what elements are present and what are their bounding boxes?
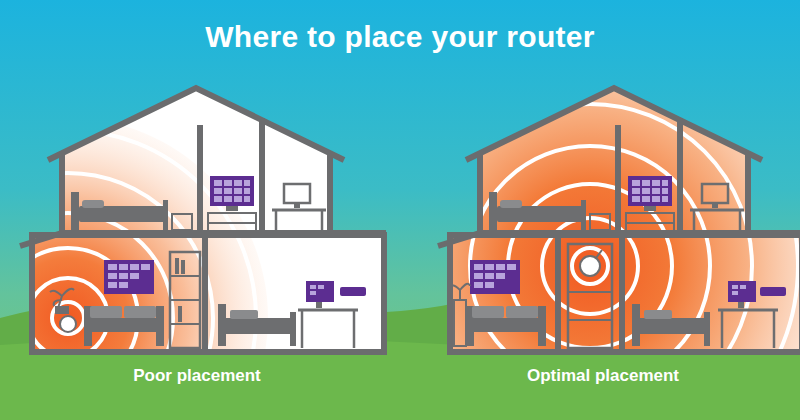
lower-floor-furniture (310, 285, 316, 289)
lower-floor-furniture (644, 310, 672, 319)
lower-floor-furniture (450, 235, 786, 352)
lower-floor-furniture (704, 312, 710, 346)
signal-waves (572, 248, 608, 284)
lower-floor-furniture (496, 273, 505, 279)
lower-floor-furniture (732, 291, 738, 295)
house-outline (438, 88, 800, 352)
lower-floor-furniture (141, 264, 150, 270)
lower-floor-furniture (306, 281, 334, 302)
lower-floor-furniture (632, 304, 640, 346)
lower-floor-furniture (316, 302, 322, 308)
lower-floor-furniture (170, 299, 200, 301)
signal-waves (428, 104, 752, 420)
lower-floor-furniture (119, 282, 128, 288)
lower-floor-furniture (485, 273, 494, 279)
lower-floor-furniture (310, 291, 316, 295)
lower-floor-furniture (740, 285, 746, 289)
lower-floor-furniture (230, 310, 258, 319)
router (60, 316, 76, 332)
lower-floor-furniture (175, 258, 179, 274)
lower-floor-furniture (170, 323, 200, 325)
house-optimal (350, 26, 800, 420)
lower-floor-furniture (310, 285, 324, 295)
cabinet (568, 244, 612, 348)
lower-floor-furniture (340, 287, 366, 296)
lower-floor-furniture (178, 306, 182, 322)
lower-floor-furniture (738, 302, 744, 308)
lower-floor-furniture (474, 264, 516, 288)
lower-floor-furniture (474, 264, 483, 270)
router (580, 256, 600, 276)
lower-floor-furniture (732, 285, 746, 295)
lower-floor-furniture (728, 281, 756, 302)
lower-floor-furniture (130, 273, 139, 279)
lower-floor-furniture (90, 306, 122, 318)
signal-waves (0, 118, 268, 420)
lower-floor-furniture (170, 252, 200, 348)
lower-floor-furniture (108, 264, 117, 270)
lower-floor-furniture (50, 235, 366, 352)
lower-floor-furniture (773, 310, 776, 348)
lower-floor-furniture (353, 310, 356, 348)
lower-floor-furniture (507, 264, 516, 270)
lower-floor-furniture (218, 304, 226, 346)
lower-floor-furniture (485, 264, 494, 270)
lower-floor-furniture (474, 273, 483, 279)
lower-floor-furniture (298, 309, 358, 312)
lower-floor-furniture (760, 287, 786, 296)
lower-floor-furniture (119, 273, 128, 279)
lower-floor-furniture (104, 260, 154, 294)
lower-floor-furniture (108, 273, 117, 279)
title: Where to place your router (205, 20, 595, 54)
signal-waves (350, 26, 800, 420)
lower-floor-furniture (130, 264, 139, 270)
lower-floor-furniture (721, 310, 724, 348)
lower-floor-furniture (474, 282, 483, 288)
lower-floor-furniture (568, 319, 612, 321)
lower-floor-furniture (568, 291, 612, 293)
lower-floor-furniture (55, 306, 69, 314)
lower-floor-furniture (301, 310, 304, 348)
lower-floor-furniture (181, 260, 185, 274)
lower-floor-furniture (596, 250, 602, 258)
house-poor (0, 80, 400, 420)
lower-floor-furniture (470, 260, 520, 294)
signal-waves (52, 302, 84, 334)
lower-floor-furniture (124, 306, 156, 318)
lower-floor-furniture (470, 318, 542, 332)
lower-floor-furniture (170, 275, 200, 277)
lower-floor-furniture (555, 235, 561, 352)
lower-floor-furniture (222, 318, 294, 334)
lower-floor-furniture (732, 285, 738, 289)
lower-floor-furniture (318, 285, 324, 289)
lower-floor-furniture (88, 318, 160, 332)
lower-floor-furniture (538, 306, 546, 346)
interior (350, 26, 800, 420)
lower-floor-furniture (108, 264, 150, 288)
signal-waves (350, 26, 800, 420)
lower-floor-furniture (496, 264, 505, 270)
lower-floor-furniture (156, 306, 164, 346)
signal-waves (382, 58, 798, 420)
lower-floor-furniture (290, 312, 296, 346)
caption-label: Poor placement (133, 366, 261, 386)
lower-floor-furniture (50, 289, 74, 308)
signal-waves (0, 118, 268, 420)
lower-floor-furniture (472, 306, 504, 318)
lower-floor-furniture (454, 300, 466, 346)
caption-label: Optimal placement (527, 366, 679, 386)
lower-floor-furniture (718, 309, 778, 312)
lower-floor-furniture (506, 306, 538, 318)
house-outline (20, 88, 386, 352)
lower-floor-furniture (619, 235, 625, 352)
lower-floor-furniture (108, 282, 117, 288)
lower-floor-furniture (202, 235, 208, 352)
lower-floor-furniture (485, 282, 494, 288)
lower-floor-furniture (119, 264, 128, 270)
lower-floor-furniture (636, 318, 708, 334)
signal-waves (382, 58, 798, 420)
interior (0, 80, 400, 420)
